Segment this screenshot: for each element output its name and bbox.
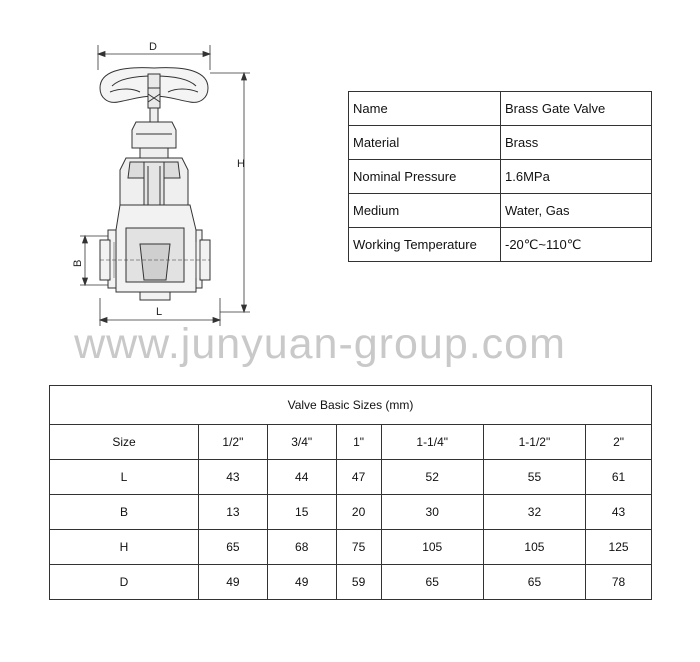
- spec-label: Medium: [348, 193, 501, 228]
- dimension-b: [80, 234, 108, 287]
- header-cell: 1-1/2": [482, 424, 587, 460]
- row-label: D: [49, 564, 199, 600]
- dim-label-d: D: [149, 41, 157, 53]
- spec-label: Name: [348, 91, 501, 126]
- dim-label-l: L: [156, 306, 162, 318]
- thread-lines: [109, 242, 201, 278]
- sizes-title: Valve Basic Sizes (mm): [49, 385, 652, 425]
- value-cell: 20: [335, 494, 382, 530]
- value-cell: 68: [266, 529, 337, 565]
- watermark-url: www.junyuan-group.com: [74, 320, 566, 368]
- spec-row-name: Name Brass Gate Valve: [348, 91, 652, 126]
- spec-label: Nominal Pressure: [348, 159, 501, 194]
- table-row: D 49 49 59 65 65 78: [49, 564, 652, 600]
- spec-row-material: Material Brass: [348, 125, 652, 160]
- value-cell: 65: [198, 529, 268, 565]
- spec-row-temperature: Working Temperature -20℃~110℃: [348, 227, 652, 262]
- value-cell: 32: [482, 494, 587, 530]
- spec-label: Material: [348, 125, 501, 160]
- value-cell: 61: [585, 459, 652, 495]
- dimension-l: [98, 298, 222, 326]
- value-cell: 43: [198, 459, 268, 495]
- header-cell: 1": [335, 424, 382, 460]
- header-cell: 3/4": [266, 424, 337, 460]
- spec-value: Brass: [500, 125, 652, 160]
- dimension-h: [210, 71, 250, 314]
- value-cell: 55: [482, 459, 587, 495]
- spec-value: Water, Gas: [500, 193, 652, 228]
- row-label: B: [49, 494, 199, 530]
- handwheel: [99, 67, 209, 109]
- row-label: L: [49, 459, 199, 495]
- sizes-table: Valve Basic Sizes (mm) Size 1/2" 3/4" 1"…: [49, 385, 652, 600]
- value-cell: 65: [482, 564, 587, 600]
- dim-label-h: H: [237, 158, 245, 170]
- sizes-header-row: Size 1/2" 3/4" 1" 1-1/4" 1-1/2" 2": [49, 424, 652, 460]
- value-cell: 47: [335, 459, 382, 495]
- value-cell: 13: [198, 494, 268, 530]
- value-cell: 105: [380, 529, 484, 565]
- value-cell: 49: [266, 564, 337, 600]
- value-cell: 65: [380, 564, 484, 600]
- valve-body: [99, 204, 211, 301]
- header-cell: Size: [49, 424, 199, 460]
- value-cell: 49: [198, 564, 268, 600]
- value-cell: 15: [266, 494, 337, 530]
- header-cell: 1/2": [198, 424, 268, 460]
- value-cell: 78: [585, 564, 652, 600]
- value-cell: 59: [335, 564, 382, 600]
- table-row: L 43 44 47 52 55 61: [49, 459, 652, 495]
- value-cell: 75: [335, 529, 382, 565]
- sizes-title-row: Valve Basic Sizes (mm): [49, 385, 652, 425]
- header-cell: 1-1/4": [380, 424, 484, 460]
- value-cell: 44: [266, 459, 337, 495]
- value-cell: 52: [380, 459, 484, 495]
- spec-value: -20℃~110℃: [500, 227, 652, 262]
- spec-row-medium: Medium Water, Gas: [348, 193, 652, 228]
- valve-drawing-svg: D H B L: [72, 41, 250, 326]
- value-cell: 43: [585, 494, 652, 530]
- header-cell: 2": [585, 424, 652, 460]
- spec-value: Brass Gate Valve: [500, 91, 652, 126]
- value-cell: 125: [585, 529, 652, 565]
- value-cell: 105: [482, 529, 587, 565]
- row-label: H: [49, 529, 199, 565]
- value-cell: 30: [380, 494, 484, 530]
- table-row: B 13 15 20 30 32 43: [49, 494, 652, 530]
- dim-label-b: B: [72, 260, 84, 267]
- table-row: H 65 68 75 105 105 125: [49, 529, 652, 565]
- dimension-d: [96, 45, 212, 70]
- valve-drawing: D H B L: [60, 30, 270, 330]
- spec-value: 1.6MPa: [500, 159, 652, 194]
- spec-label: Working Temperature: [348, 227, 501, 262]
- spec-table: Name Brass Gate Valve Material Brass Nom…: [348, 91, 652, 262]
- spec-row-pressure: Nominal Pressure 1.6MPa: [348, 159, 652, 194]
